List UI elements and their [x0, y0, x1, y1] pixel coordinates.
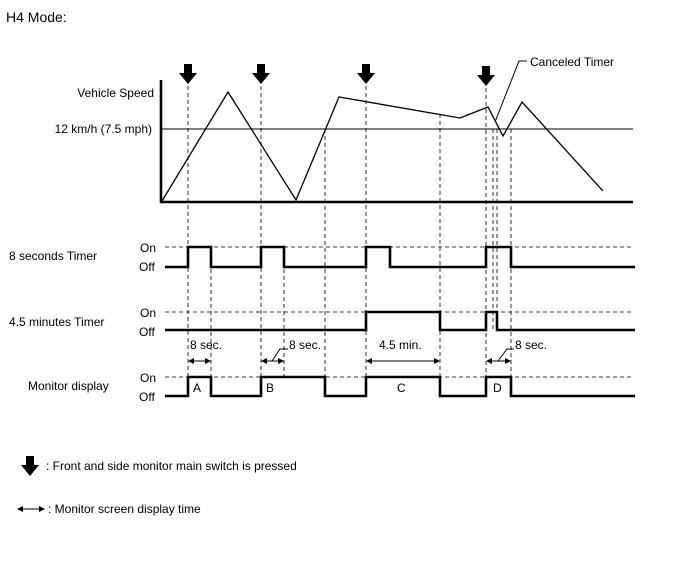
segment-label-a: A [193, 381, 201, 395]
canceled-timer-leader [494, 60, 527, 123]
monitor-on-label: On [140, 371, 156, 385]
canceled-timer-label: Canceled Timer [530, 55, 614, 69]
timer45-label: 4.5 minutes Timer [9, 315, 104, 329]
speed-axis-label: Vehicle Speed [77, 86, 154, 100]
duration-label-2: 8 sec. [289, 338, 321, 352]
time-reference-lines [187, 86, 512, 396]
timer45-waveform [165, 310, 635, 332]
monitor-waveform [165, 375, 635, 398]
timer45-off-label: Off [139, 325, 155, 339]
segment-label-b: B [266, 381, 274, 395]
segment-label-c: C [397, 381, 406, 395]
switch-press-arrow-4 [477, 66, 495, 86]
duration-label-1: 8 sec. [190, 338, 222, 352]
monitor-off-label: Off [139, 390, 155, 404]
legend-down-arrow-icon [21, 456, 39, 476]
legend-double-arrow-icon [17, 506, 45, 512]
display-time-arrow-1 [188, 358, 211, 364]
timer8-label: 8 seconds Timer [9, 249, 97, 263]
display-time-arrow-4 [486, 348, 514, 364]
timer8-on-label: On [140, 241, 156, 255]
diagram-title: H4 Mode: [6, 9, 67, 25]
timer8-off-label: Off [139, 260, 155, 274]
threshold-label: 12 km/h (7.5 mph) [55, 122, 152, 136]
duration-label-4: 8 sec. [515, 338, 547, 352]
display-time-arrow-3 [366, 358, 440, 364]
vehicle-speed-curve [161, 90, 604, 202]
legend-arrow-text: : Front and side monitor main switch is … [46, 459, 297, 473]
switch-press-arrow-1 [179, 64, 197, 84]
display-time-arrow-2 [261, 348, 288, 364]
switch-press-arrow-2 [252, 64, 270, 84]
switch-press-arrow-3 [357, 64, 375, 84]
legend-double-arrow-text: : Monitor screen display time [48, 502, 201, 516]
monitor-label: Monitor display [28, 379, 109, 393]
duration-label-3: 4.5 min. [379, 338, 422, 352]
segment-label-d: D [493, 381, 502, 395]
timer8-waveform [165, 245, 635, 269]
timer45-on-label: On [140, 306, 156, 320]
